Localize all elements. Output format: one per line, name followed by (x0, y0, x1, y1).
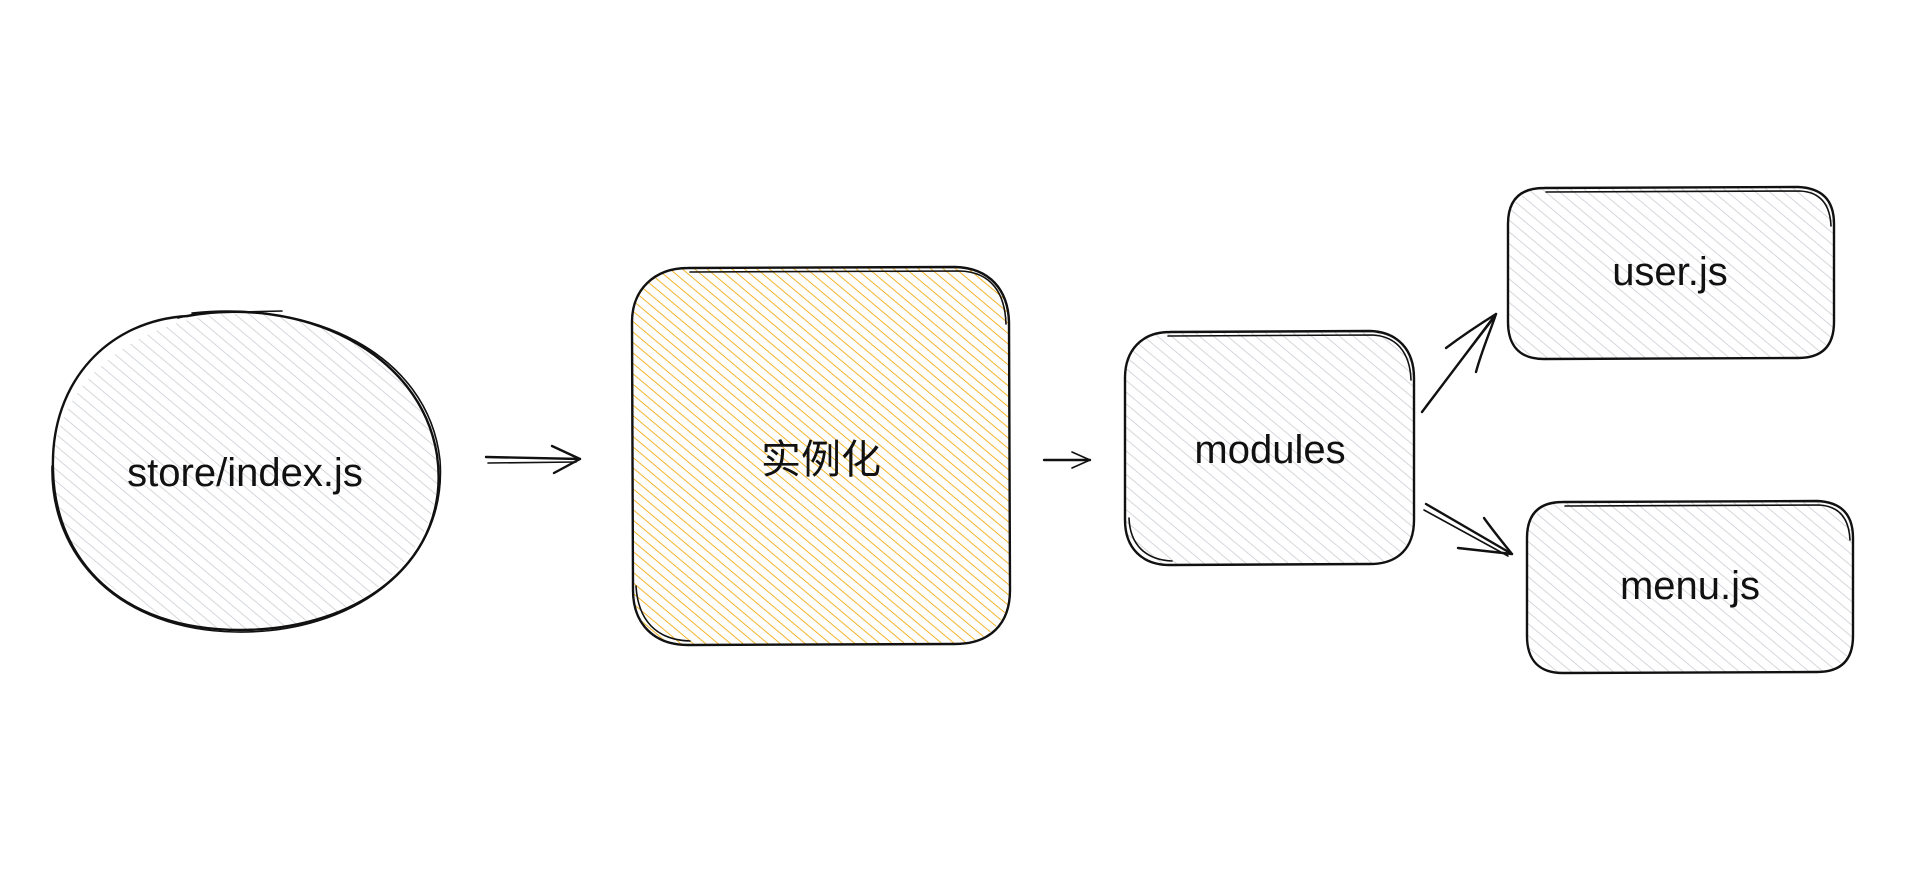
node-modules[interactable]: modules (1123, 329, 1416, 567)
node-menu[interactable]: menu.js (1525, 499, 1855, 675)
edge-modules-to-menu (1423, 502, 1514, 557)
node-store[interactable]: store/index.js (51, 310, 442, 633)
node-user[interactable]: user.js (1506, 185, 1836, 361)
node-store-label: store/index.js (127, 451, 363, 495)
node-instantiate[interactable]: 实例化 (630, 265, 1012, 647)
edge-instantiate-to-modules (1042, 451, 1092, 469)
node-modules-label: modules (1194, 428, 1345, 472)
node-user-label: user.js (1612, 250, 1728, 294)
node-menu-label: menu.js (1620, 564, 1760, 608)
edge-store-to-instantiate (484, 444, 582, 475)
edge-modules-to-user (1420, 312, 1498, 414)
node-instantiate-label: 实例化 (761, 438, 881, 482)
